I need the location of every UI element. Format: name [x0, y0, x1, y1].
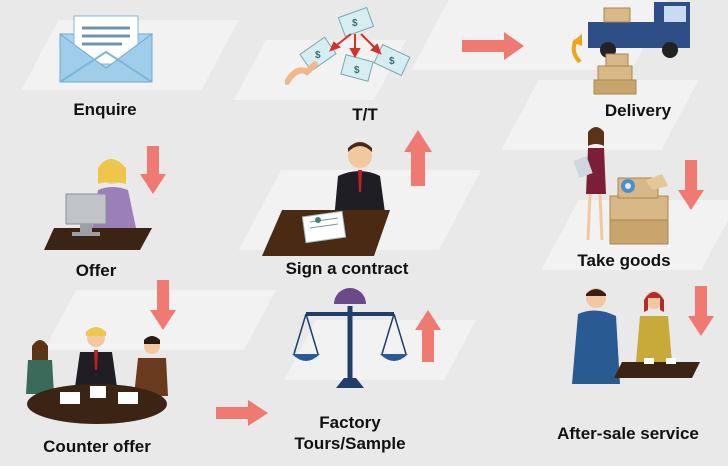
arrow-down-icon	[150, 280, 176, 330]
step-label-counter: Counter offer	[43, 437, 151, 456]
arrow-down-icon	[688, 286, 714, 336]
meeting-table-icon	[22, 324, 172, 428]
woman-with-boxes-icon	[566, 124, 676, 250]
envelope-icon	[56, 14, 156, 86]
customer-service-icon	[560, 286, 704, 386]
operator-at-computer-icon	[40, 150, 160, 254]
step-label-sign: Sign a contract	[285, 259, 409, 278]
arrow-down-icon	[678, 160, 704, 210]
svg-text:$: $	[389, 56, 395, 67]
balance-scale-icon	[292, 284, 408, 394]
arrow-right-icon	[216, 400, 268, 426]
svg-text:$: $	[315, 50, 321, 61]
svg-text:$: $	[352, 18, 358, 29]
svg-text:$: $	[354, 65, 360, 76]
step-label-tt: T/T	[352, 105, 378, 124]
arrow-up-icon	[404, 130, 432, 186]
step-label-take: Take goods	[577, 251, 671, 270]
arrow-right-icon	[462, 32, 526, 60]
step-label-delivery: Delivery	[604, 101, 672, 120]
arrow-down-icon	[140, 146, 166, 194]
arrow-up-icon	[415, 310, 441, 362]
step-label-aftersale: After-sale service	[557, 424, 699, 443]
money-transfer-icon: $ $ $ $	[285, 6, 415, 88]
businessman-signing-icon	[262, 140, 402, 260]
step-label-offer: Offer	[75, 261, 117, 280]
truck-icon	[568, 0, 698, 96]
step-label-factory-line2: Tours/Sample	[294, 434, 406, 453]
step-label-factory-line1: Factory	[319, 413, 381, 432]
step-label-enquire: Enquire	[73, 100, 137, 119]
